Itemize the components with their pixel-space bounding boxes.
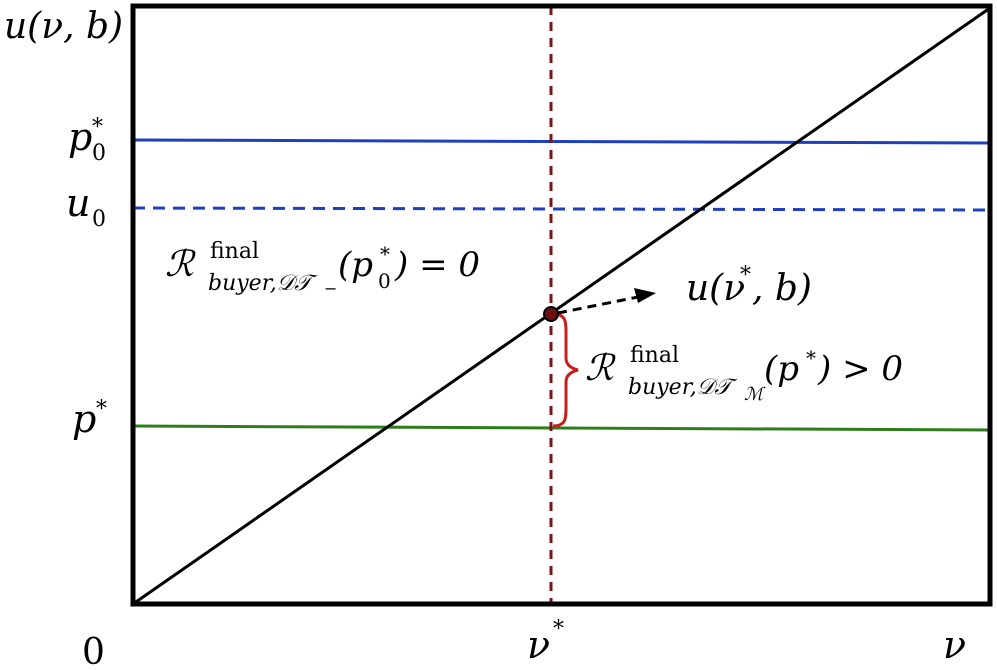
svg-text:final: final [630, 343, 679, 368]
diagonal-line [132, 6, 991, 606]
origin-label: 0 [82, 632, 105, 670]
svg-text:u: u [66, 181, 90, 225]
svg-text:*: * [96, 397, 107, 422]
svg-text:u(ν: u(ν [686, 268, 745, 309]
x-axis-label: ν [943, 623, 966, 667]
y-tick-p0-star: p * 0 [68, 115, 106, 166]
plot-frame [130, 3, 993, 607]
p-star-line [132, 424, 991, 432]
svg-text:p: p [72, 397, 96, 441]
svg-text:buyer,𝒟𝒯: buyer,𝒟𝒯 [208, 271, 318, 296]
svg-text:ℳ: ℳ [744, 384, 766, 405]
x-tick-nu-star: ν * [527, 617, 564, 667]
y-axis-label: u(ν, b) [4, 6, 123, 47]
y-tick-u0: u 0 [66, 181, 106, 232]
svg-text:−: − [324, 279, 337, 298]
y-tick-p-star: p * [72, 397, 107, 441]
brace [552, 312, 579, 428]
svg-text:(p: (p [764, 349, 799, 389]
svg-text:*: * [380, 242, 390, 266]
svg-text:*: * [553, 617, 564, 642]
r-dt-m-label: ℛ final buyer,𝒟𝒯 ℳ (p * ) > 0 [585, 343, 903, 405]
svg-text:*: * [806, 346, 816, 370]
point-label: u(ν * , b) [686, 263, 812, 309]
svg-text:buyer,𝒟𝒯: buyer,𝒟𝒯 [628, 375, 738, 400]
svg-text:, b): , b) [752, 268, 812, 309]
arrow-head [634, 288, 656, 303]
svg-text:p: p [68, 115, 92, 159]
svg-text:) > 0: ) > 0 [817, 349, 903, 389]
svg-text:) = 0: ) = 0 [394, 245, 480, 285]
svg-text:ν: ν [527, 623, 550, 667]
svg-text:(p: (p [338, 245, 373, 285]
svg-text:ℛ: ℛ [165, 244, 196, 285]
dashed-arrow [557, 295, 639, 315]
svg-text:*: * [92, 115, 103, 140]
svg-text:0: 0 [92, 207, 106, 232]
r-dt-minus-label: ℛ final buyer,𝒟𝒯 − (p * 0 ) = 0 [165, 239, 480, 298]
svg-text:final: final [210, 239, 259, 264]
svg-text:0: 0 [378, 269, 391, 293]
svg-text:*: * [740, 263, 751, 288]
svg-text:ℛ: ℛ [585, 348, 616, 389]
intersection-point [543, 306, 559, 322]
u0-line [132, 206, 991, 212]
p0-star-line [132, 138, 991, 145]
svg-text:0: 0 [92, 141, 106, 166]
